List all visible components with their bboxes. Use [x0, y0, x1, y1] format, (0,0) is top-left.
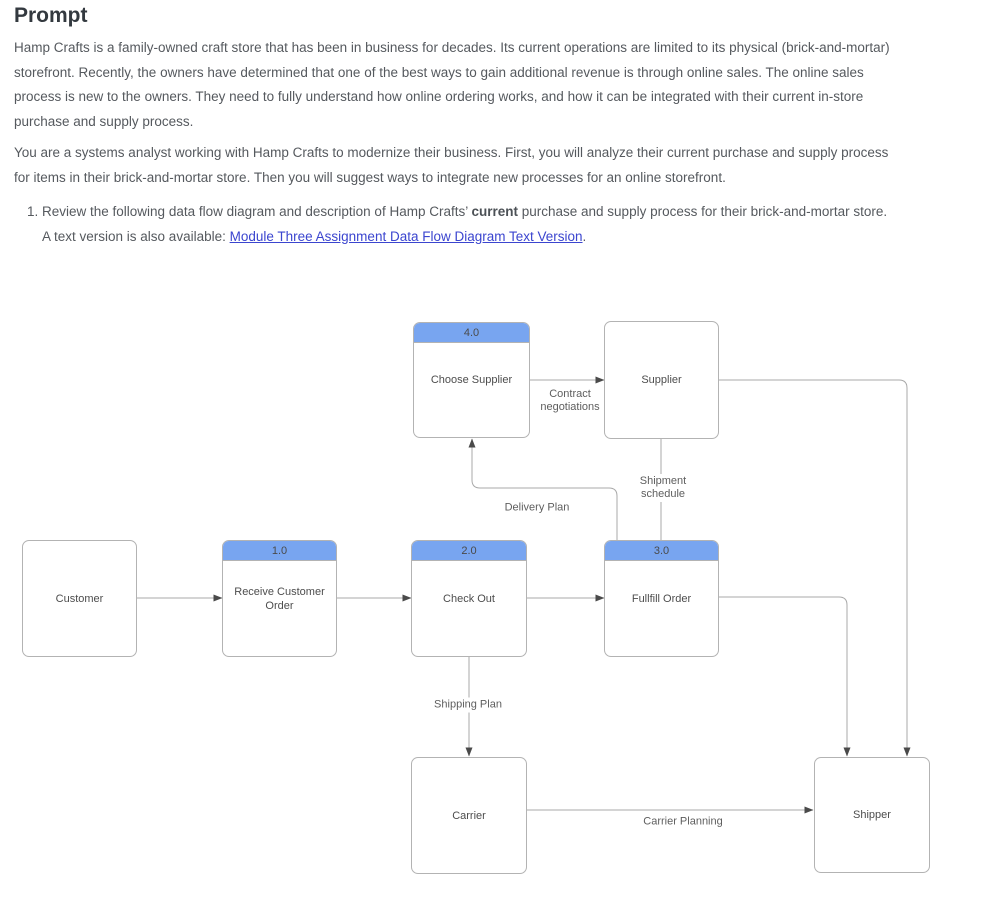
- process-number: 3.0: [605, 541, 718, 561]
- list-line2-suffix: .: [582, 228, 587, 244]
- node-label: Carrier: [452, 809, 486, 822]
- list-line2-prefix: A text version is also available:: [42, 228, 230, 244]
- node-carrier: Carrier: [411, 757, 527, 874]
- node-label: Receive Customer Order: [234, 585, 325, 612]
- edge-supplier-to-shipper: [719, 379, 911, 757]
- instruction-list-item: 1. Review the following data flow diagra…: [14, 200, 984, 249]
- list-line-1: Review the following data flow diagram a…: [42, 200, 984, 225]
- process-number: 1.0: [223, 541, 336, 561]
- intro-paragraph-1: Hamp Crafts is a family-owned craft stor…: [14, 40, 890, 129]
- list-line1-prefix: Review the following data flow diagram a…: [42, 204, 472, 219]
- node-label: Customer: [55, 592, 104, 605]
- list-marker: 1.: [27, 204, 39, 219]
- page-title: Prompt: [14, 4, 88, 27]
- node-shipper: Shipper: [814, 757, 930, 873]
- intro-paragraph-2: You are a systems analyst working with H…: [14, 145, 889, 185]
- text-version-link[interactable]: Module Three Assignment Data Flow Diagra…: [229, 228, 583, 244]
- node-label: Check Out: [443, 592, 495, 605]
- edge-label-checkout-to-carrier: Shipping Plan: [431, 697, 505, 713]
- edge-fullfill-to-shipper: [719, 596, 851, 757]
- edge-label-carrier-to-shipper: Carrier Planning: [640, 814, 726, 830]
- list-line1-bold: current: [471, 204, 518, 219]
- list-line-2: A text version is also available: Module…: [42, 225, 984, 250]
- node-customer: Customer: [22, 540, 137, 657]
- node-label: Choose Supplier: [430, 374, 513, 386]
- edge-label-fullfill-to-choose: Delivery Plan: [501, 500, 573, 516]
- process-number: 4.0: [414, 323, 529, 343]
- node-label: Supplier: [641, 374, 682, 386]
- node-label: Shipper: [853, 809, 891, 821]
- edge-label-supplier-to-fullfill: Shipment schedule: [636, 474, 690, 502]
- edge-label-choose-to-supplier: Contract negotiations: [537, 387, 603, 415]
- assignment-content: Prompt Hamp Crafts is a family-owned cra…: [14, 0, 984, 249]
- process-number: 2.0: [412, 541, 526, 561]
- list-line1-suffix: purchase and supply process for their br…: [517, 204, 888, 219]
- edge-fullfill-to-choose: [468, 438, 618, 540]
- node-supplier: Supplier: [604, 321, 719, 439]
- node-label: Fullfill Order: [631, 592, 692, 605]
